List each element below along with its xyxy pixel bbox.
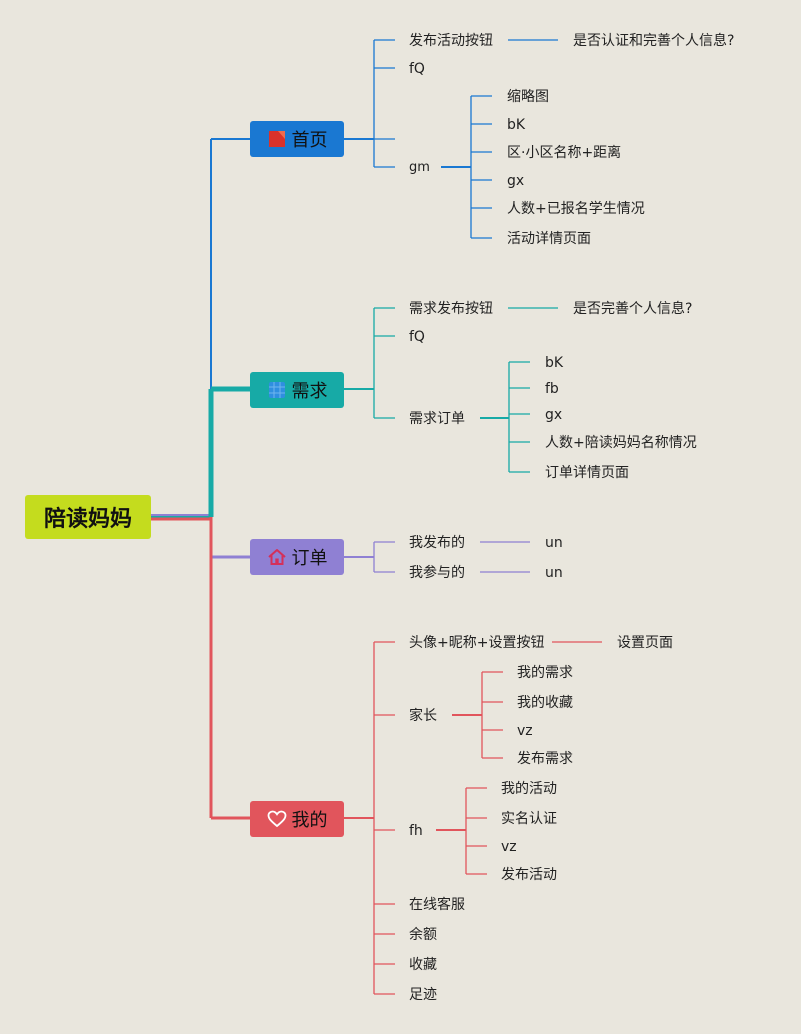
home-icon <box>267 547 287 567</box>
fh-item-my-activity[interactable]: 我的活动 <box>501 781 557 797</box>
me-item-footprint[interactable]: 足迹 <box>409 987 437 1003</box>
gm-item-area-distance[interactable]: 区·小区名称+距离 <box>507 145 622 161</box>
order-branch-value-published: un <box>545 535 563 551</box>
gm-item-activity-detail[interactable]: 活动详情页面 <box>507 231 591 247</box>
fh-item-vz[interactable]: vz <box>501 839 517 855</box>
order-item-fb[interactable]: fb <box>545 381 559 397</box>
gm-item-bk[interactable]: bK <box>507 117 526 133</box>
me-item-avatar-settings[interactable]: 头像+昵称+设置按钮 <box>409 635 545 651</box>
branch-home[interactable]: 首页 <box>250 121 344 157</box>
order-item-detail[interactable]: 订单详情页面 <box>545 465 629 481</box>
root-label: 陪读妈妈 <box>43 507 132 532</box>
grid-icon <box>267 380 287 400</box>
flag-icon <box>267 129 287 149</box>
branch-home-label: 首页 <box>291 130 328 151</box>
gm-item-gx[interactable]: gx <box>507 173 525 189</box>
branch-need-label: 需求 <box>291 381 328 402</box>
parent-item-my-favorites[interactable]: 我的收藏 <box>517 695 573 711</box>
heart-icon <box>267 809 287 829</box>
branch-me-label: 我的 <box>291 810 328 831</box>
order-item-bk[interactable]: bK <box>545 355 564 371</box>
fh-item-publish-activity[interactable]: 发布活动 <box>501 867 557 883</box>
need-item-fq[interactable]: fQ <box>409 329 425 345</box>
need-publish-note: 是否完善个人信息? <box>573 301 693 317</box>
need-item-order[interactable]: 需求订单 <box>409 411 465 427</box>
root-node[interactable]: 陪读妈妈 <box>25 495 151 539</box>
me-item-online-service[interactable]: 在线客服 <box>409 897 465 913</box>
home-item-gm[interactable]: gm <box>409 160 430 175</box>
branch-need[interactable]: 需求 <box>250 372 344 408</box>
order-item-gx[interactable]: gx <box>545 407 563 423</box>
order-branch-item-published[interactable]: 我发布的 <box>409 535 465 551</box>
order-branch-value-joined: un <box>545 565 563 581</box>
order-item-people-count[interactable]: 人数+陪读妈妈名称情况 <box>545 435 697 451</box>
branch-me[interactable]: 我的 <box>250 801 344 837</box>
home-publish-note: 是否认证和完善个人信息? <box>573 33 735 49</box>
parent-item-vz[interactable]: vz <box>517 723 533 739</box>
parent-item-my-needs[interactable]: 我的需求 <box>517 665 573 681</box>
order-branch-item-joined[interactable]: 我参与的 <box>409 565 465 581</box>
fh-item-real-name[interactable]: 实名认证 <box>501 811 557 827</box>
me-settings-note: 设置页面 <box>617 635 673 651</box>
me-item-fh[interactable]: fh <box>409 823 423 839</box>
home-item-publish-button[interactable]: 发布活动按钮 <box>409 33 493 49</box>
branch-order-label: 订单 <box>291 548 328 569</box>
me-item-collection[interactable]: 收藏 <box>409 957 437 973</box>
need-item-publish-button[interactable]: 需求发布按钮 <box>409 301 493 317</box>
home-item-fq[interactable]: fQ <box>409 61 425 77</box>
me-item-parent[interactable]: 家长 <box>409 708 437 724</box>
branch-order[interactable]: 订单 <box>250 539 344 575</box>
parent-item-publish-need[interactable]: 发布需求 <box>517 751 573 767</box>
gm-item-people-count[interactable]: 人数+已报名学生情况 <box>507 201 645 217</box>
gm-item-thumbnail[interactable]: 缩略图 <box>507 89 549 105</box>
me-item-balance[interactable]: 余额 <box>409 927 437 943</box>
